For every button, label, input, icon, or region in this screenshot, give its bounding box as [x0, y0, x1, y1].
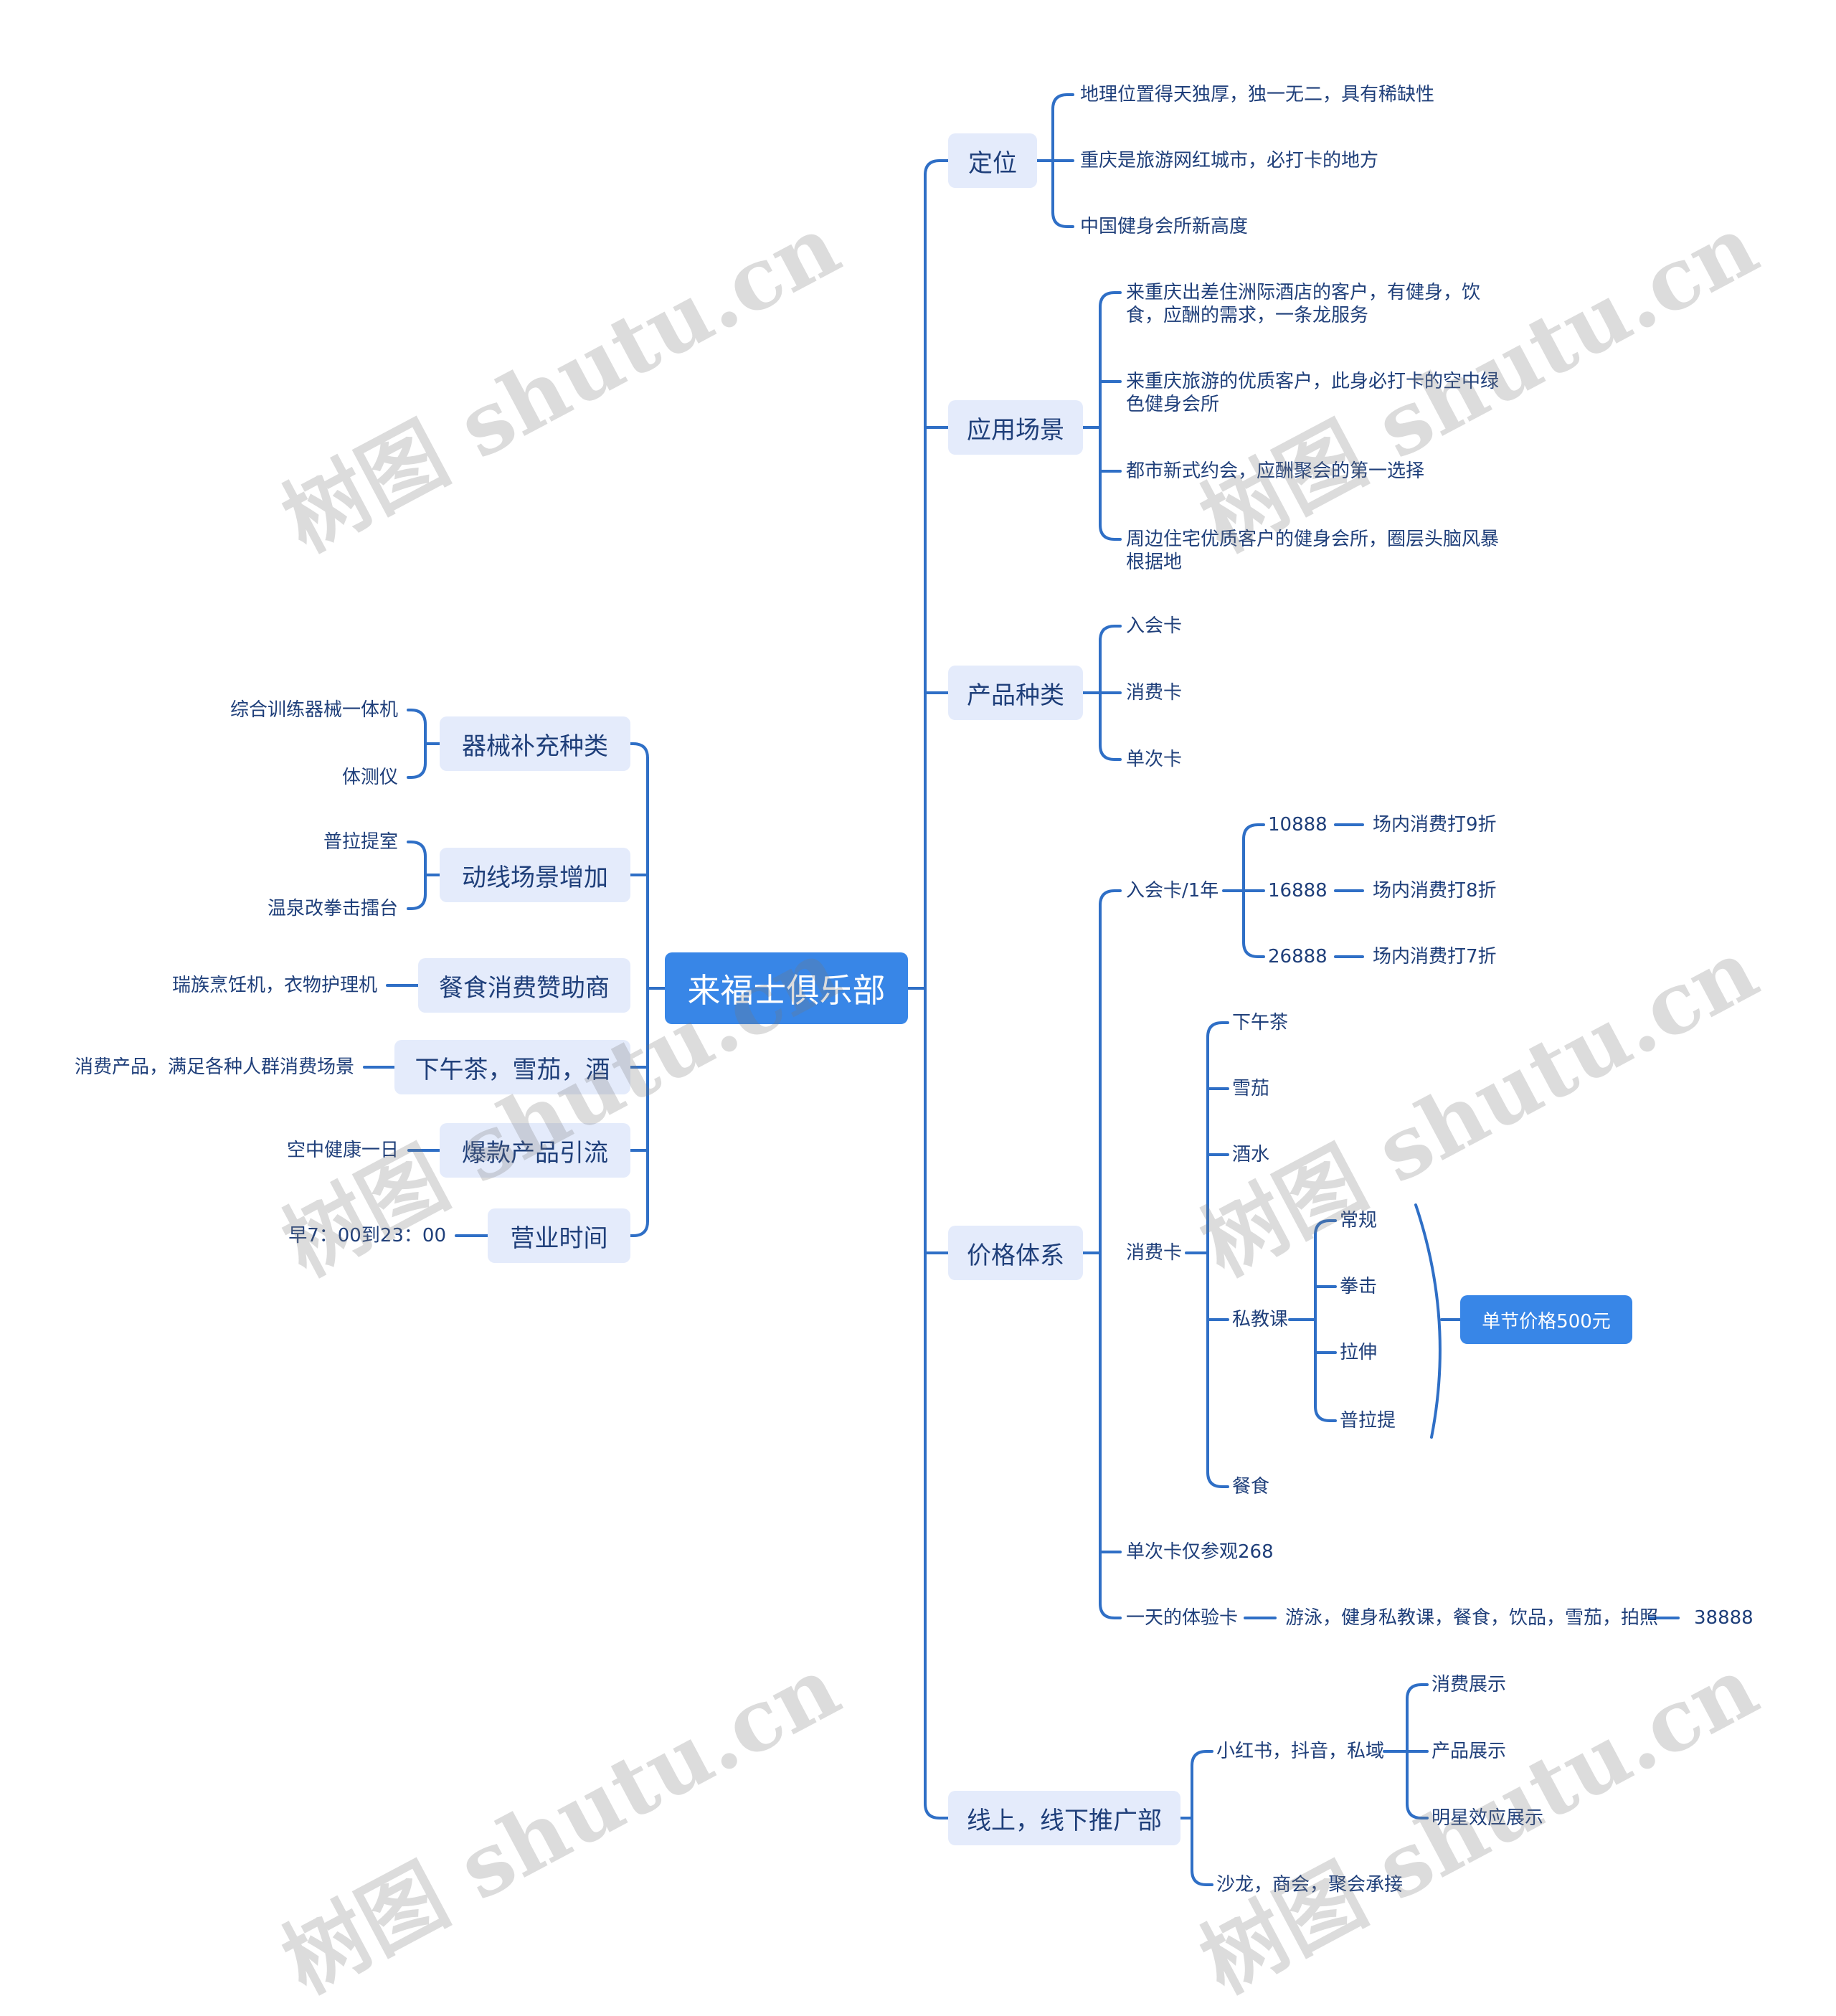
flow-item[interactable]: 温泉改拳击擂台: [267, 898, 398, 919]
branch-pricing[interactable]: 价格体系: [948, 1226, 1083, 1280]
membership-tier-benefit[interactable]: 场内消费打9折: [1373, 814, 1497, 836]
single-card-note[interactable]: 单次卡仅参观268: [1126, 1541, 1274, 1563]
branch-hours[interactable]: 营业时间: [488, 1208, 630, 1263]
online-channel-item[interactable]: 产品展示: [1432, 1741, 1507, 1762]
equipment-item[interactable]: 体测仪: [341, 767, 398, 788]
root-node[interactable]: 来福士俱乐部: [665, 952, 908, 1024]
consumption-item[interactable]: 酒水: [1232, 1144, 1270, 1165]
branch-tea[interactable]: 下午茶，雪茄，酒: [394, 1040, 630, 1094]
scenario-item[interactable]: 都市新式约会，应酬聚会的第一选择: [1126, 460, 1425, 482]
scenario-item[interactable]: 来重庆出差住洲际酒店的客户，有健身，饮食，应酬的需求，一条龙服务: [1126, 282, 1481, 326]
consumption-item[interactable]: 餐食: [1232, 1476, 1270, 1497]
branch-positioning[interactable]: 定位: [948, 133, 1037, 188]
online-channels[interactable]: 小红书，抖音，私域: [1216, 1741, 1385, 1762]
online-channel-item[interactable]: 消费展示: [1432, 1674, 1507, 1695]
private-lesson-item[interactable]: 拉伸: [1340, 1342, 1378, 1363]
branch-equipment-label: 器械补充种类: [462, 732, 608, 761]
hours-item[interactable]: 早7：00到23：00: [288, 1225, 446, 1246]
positioning-item[interactable]: 地理位置得天独厚，独一无二，具有稀缺性: [1080, 84, 1435, 105]
membership-tier-price[interactable]: 16888: [1268, 880, 1328, 901]
day-pass-price[interactable]: 38888: [1694, 1607, 1754, 1629]
branch-pricing-label: 价格体系: [967, 1241, 1064, 1270]
branch-promotion-label: 线上，线下推广部: [967, 1806, 1162, 1835]
positioning-item[interactable]: 中国健身会所新高度: [1080, 216, 1249, 237]
branch-promotion[interactable]: 线上，线下推广部: [948, 1791, 1180, 1845]
branch-flow-label: 动线场景增加: [462, 863, 608, 892]
private-lesson[interactable]: 私教课: [1232, 1309, 1289, 1330]
root-label: 来福士俱乐部: [687, 971, 886, 1010]
consumption-item[interactable]: 雪茄: [1232, 1078, 1270, 1099]
private-lesson-item[interactable]: 常规: [1340, 1210, 1378, 1231]
branch-sponsor[interactable]: 餐食消费赞助商: [418, 958, 630, 1013]
product-item[interactable]: 单次卡: [1126, 749, 1183, 770]
hot-product-item[interactable]: 空中健康一日: [286, 1140, 399, 1161]
equipment-item[interactable]: 综合训练器械一体机: [230, 699, 398, 721]
membership-tier-benefit[interactable]: 场内消费打8折: [1373, 880, 1497, 901]
positioning-item[interactable]: 重庆是旅游网红城市，必打卡的地方: [1080, 150, 1379, 171]
offline-channels[interactable]: 沙龙，商会，聚会承接: [1216, 1874, 1404, 1896]
product-item[interactable]: 消费卡: [1126, 682, 1183, 704]
branch-scenarios-label: 应用场景: [967, 415, 1064, 445]
membership-tier-benefit[interactable]: 场内消费打7折: [1373, 946, 1497, 967]
branch-tea-label: 下午茶，雪茄，酒: [415, 1055, 610, 1084]
consumption-card[interactable]: 消费卡: [1126, 1242, 1183, 1264]
branch-equipment[interactable]: 器械补充种类: [440, 716, 630, 771]
day-pass-content[interactable]: 游泳，健身私教课，餐食，饮品，雪茄，拍照: [1285, 1607, 1659, 1629]
branch-sponsor-label: 餐食消费赞助商: [439, 973, 610, 1003]
branch-hot-product[interactable]: 爆款产品引流: [440, 1123, 630, 1178]
membership-tier-price[interactable]: 26888: [1268, 946, 1328, 967]
membership-tier-price[interactable]: 10888: [1268, 814, 1328, 836]
private-lesson-price-summary[interactable]: 单节价格500元: [1460, 1295, 1632, 1344]
consumption-item[interactable]: 下午茶: [1232, 1012, 1289, 1033]
scenario-item[interactable]: 周边住宅优质客户的健身会所，圈层头脑风暴根据地: [1126, 529, 1500, 573]
private-lesson-item[interactable]: 拳击: [1340, 1276, 1378, 1297]
online-channel-item[interactable]: 明星效应展示: [1432, 1807, 1544, 1829]
tea-item[interactable]: 消费产品，满足各种人群消费场景: [74, 1056, 354, 1078]
branch-hours-label: 营业时间: [510, 1224, 608, 1253]
private-lesson-item[interactable]: 普拉提: [1340, 1410, 1396, 1431]
day-pass[interactable]: 一天的体验卡: [1126, 1607, 1239, 1629]
scenario-item[interactable]: 来重庆旅游的优质客户，此身必打卡的空中绿色健身会所: [1126, 371, 1500, 415]
private-lesson-price-label: 单节价格500元: [1482, 1310, 1611, 1333]
branch-scenarios[interactable]: 应用场景: [948, 400, 1083, 455]
branch-positioning-label: 定位: [968, 148, 1017, 178]
branch-products-label: 产品种类: [967, 681, 1064, 710]
sponsor-item[interactable]: 瑞族烹饪机，衣物护理机: [171, 975, 377, 996]
branch-products[interactable]: 产品种类: [948, 666, 1083, 720]
membership-card[interactable]: 入会卡/1年: [1126, 880, 1219, 901]
branch-flow[interactable]: 动线场景增加: [440, 848, 630, 902]
branch-hot-product-label: 爆款产品引流: [462, 1138, 608, 1168]
product-item[interactable]: 入会卡: [1126, 615, 1183, 637]
flow-item[interactable]: 普拉提室: [323, 831, 398, 853]
